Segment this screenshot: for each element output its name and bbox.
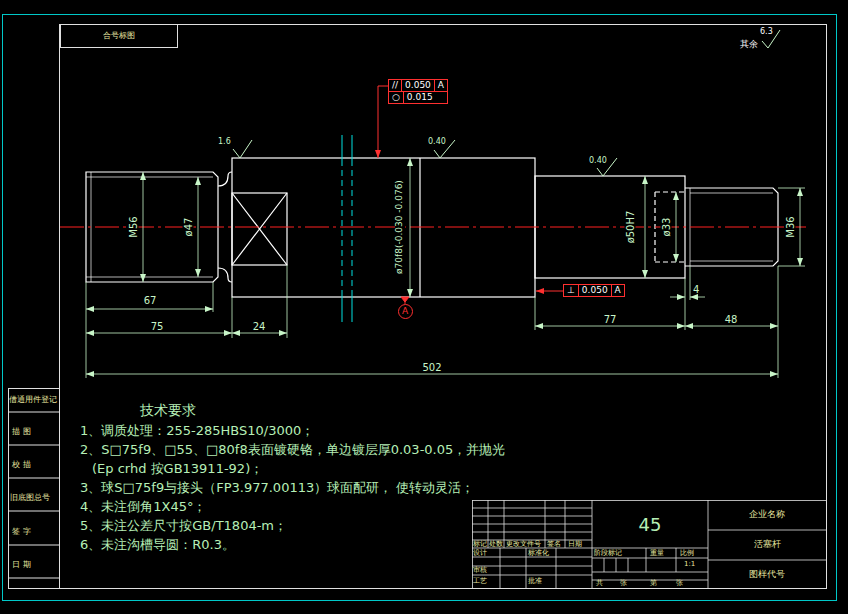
title-cell: 阶段标记 <box>594 550 622 558</box>
title-cell: 标记 <box>473 541 487 549</box>
note-text: (Ep crhd 按GB13911-92)； <box>92 462 263 476</box>
dimension-label: 75 <box>151 321 164 332</box>
title-cell: 比例 <box>680 550 694 558</box>
dimension-label: 4 <box>693 284 699 295</box>
side-strip <box>8 389 60 589</box>
dimension-label: 24 <box>253 321 266 332</box>
tolerance-leaders <box>378 86 563 304</box>
title-cell: 审核 <box>473 567 487 575</box>
title-cell: 批准 <box>528 578 542 586</box>
title-cell: 张 <box>620 580 627 588</box>
title-cell: 日期 <box>568 541 582 549</box>
node-text: 0.015 <box>403 92 436 103</box>
notes-heading: 技术要求 <box>140 403 196 418</box>
node-text: A <box>611 285 624 296</box>
title-cell: 张 <box>676 580 683 588</box>
outer-border <box>3 15 837 601</box>
node-text: ⊥ <box>564 285 578 296</box>
strip-label: 描 图 <box>12 428 31 437</box>
node-text: // <box>389 80 401 91</box>
note-text: 2、S□75f9、□55、□80f8表面镀硬铬，单边镀层厚0.03-0.05，并… <box>80 443 505 457</box>
roughness-value: 1.6 <box>218 138 231 147</box>
break-lines <box>342 135 352 322</box>
frame-row: //0.050A <box>389 80 447 91</box>
diameter-label: ø33 <box>661 216 672 239</box>
title-cell: 标准化 <box>528 550 549 558</box>
center-line <box>60 227 806 228</box>
strip-label: 借通用件登记 <box>9 396 57 405</box>
dimension-label: 502 <box>422 362 441 373</box>
node-text: 0.050 <box>578 285 611 296</box>
diameter-label: M56 <box>128 214 139 239</box>
frame-row: ○0.015 <box>389 91 447 103</box>
node-text: ○ <box>389 92 403 103</box>
diameter-label: ø50H7 <box>625 209 636 246</box>
note-text: 5、未注公差尺寸按GB/T1804-m； <box>80 519 287 533</box>
roughness-value: 6.3 <box>760 28 773 37</box>
roughness-note: 其余 <box>740 40 758 50</box>
note-text: 1、调质处理：255-285HBS10/3000； <box>80 424 314 438</box>
dimension-label: 77 <box>604 314 617 325</box>
frame-row: ⊥0.050A <box>564 285 624 296</box>
note-text: 6、未注沟槽导圆：R0.3。 <box>80 538 235 552</box>
title-block-grid <box>472 500 827 589</box>
dimension-label: 67 <box>144 295 157 306</box>
material-label: 45 <box>639 515 662 535</box>
roughness-symbols <box>233 30 780 176</box>
roughness-value: 0.40 <box>589 157 607 166</box>
tolerance-frame: ⊥0.050A <box>563 284 625 297</box>
node-text: A <box>402 306 408 317</box>
node-text: A <box>434 80 447 91</box>
title-cell: 活塞杆 <box>754 540 781 550</box>
strip-label: 校 描 <box>12 461 31 470</box>
roughness-value: 0.40 <box>428 138 446 147</box>
node-text: 0.050 <box>401 80 434 91</box>
title-cell: 签名 <box>547 541 561 549</box>
datum-circle: A <box>398 304 413 319</box>
title-cell: 设计 <box>473 550 487 558</box>
title-cell: 更改文件号 <box>506 541 541 549</box>
dimension-lines <box>86 158 805 378</box>
title-cell: 工艺 <box>473 578 487 586</box>
strip-label: 日 期 <box>12 561 31 570</box>
title-cell: 处数 <box>489 541 503 549</box>
diameter-label: M36 <box>785 214 796 239</box>
diameter-label: ø70f8(-0.030 -0.076) <box>395 178 405 276</box>
inner-border <box>60 25 827 589</box>
title-cell: 企业名称 <box>749 510 785 520</box>
dimension-label: 48 <box>725 314 738 325</box>
title-cell: 第 <box>650 580 657 588</box>
note-text: 4、未注倒角1X45°； <box>80 500 207 514</box>
title-cell: 图样代号 <box>749 570 785 580</box>
node-text: 合号标图 <box>103 31 135 41</box>
strip-label: 签 字 <box>12 528 31 537</box>
title-box: 合号标图 <box>60 24 178 48</box>
title-cell: 共 <box>596 580 603 588</box>
title-cell: 重量 <box>650 550 664 558</box>
scale-value: 1:1 <box>684 561 695 569</box>
note-text: 3、球S□75f9与接头（FP3.977.00113）球面配研， 使转动灵活； <box>80 481 474 495</box>
strip-label: 旧底图总号 <box>10 494 50 503</box>
tolerance-frame: //0.050A○0.015 <box>388 79 448 104</box>
diameter-label: ø47 <box>183 216 194 239</box>
